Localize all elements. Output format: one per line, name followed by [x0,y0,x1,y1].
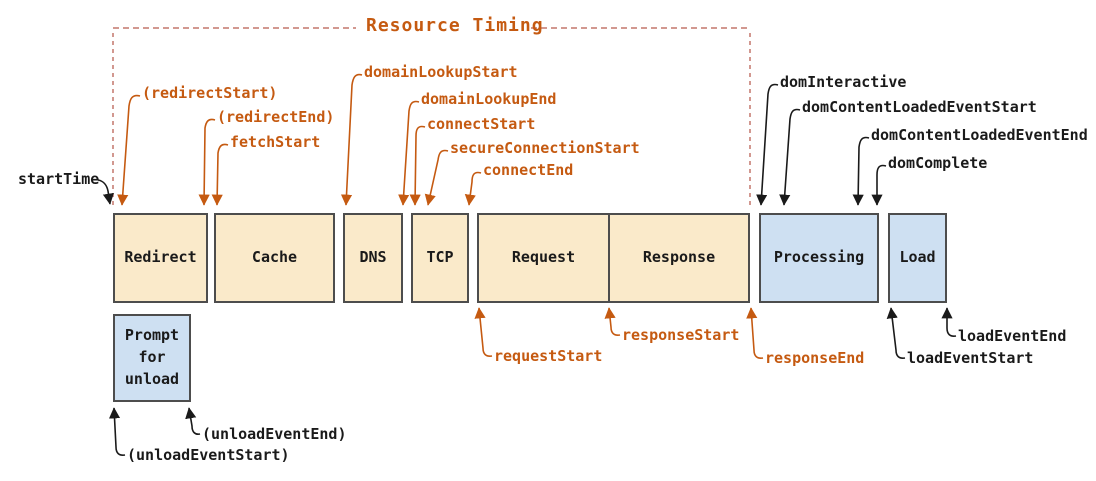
phase-box-request: Request [479,215,610,301]
event-label-domInteractive: domInteractive [780,73,907,91]
phase-box-response: Response [610,215,748,301]
phase-label-prompt-for-unload: Prompt for unload [124,326,180,388]
event-label-responseEnd: responseEnd [765,349,865,367]
event-label-requestStart: requestStart [494,347,603,365]
arrow-unloadEventEnd [185,407,201,435]
arrow-requestStart [474,307,493,357]
phase-box-cache: Cache [214,213,335,303]
phase-label-redirect: Redirect [124,248,197,267]
arrow-domInteractive [756,83,779,206]
arrow-responseStart [604,307,621,336]
phase-label-response: Response [642,248,716,267]
phase-label-tcp: TCP [426,248,454,267]
event-label-domainLookupEnd: domainLookupEnd [421,90,557,108]
event-label-connectStart: connectStart [427,115,536,133]
event-label-loadEventEnd: loadEventEnd [958,327,1067,345]
event-label-startTime: startTime [18,170,100,188]
arrow-domContentLoadedEventStart [779,108,801,206]
phase-label-dns: DNS [359,248,387,267]
event-label-redirectStart: (redirectStart) [142,84,278,102]
event-label-unloadEventStart: (unloadEventStart) [127,446,290,464]
phase-label-cache: Cache [251,248,298,267]
event-label-responseStart: responseStart [622,326,740,344]
phase-box-load: Load [888,213,947,303]
arrow-domComplete [871,164,887,206]
arrow-connectEnd [464,171,482,206]
arrow-startTime [97,179,114,205]
arrow-responseEnd [746,307,764,359]
event-label-domContentLoadedEventStart: domContentLoadedEventStart [802,98,1037,116]
arrow-secureConnectionStart [424,149,449,206]
arrow-loadEventStart [886,307,906,359]
phase-label-request: Request [511,248,576,267]
phase-box-tcp: TCP [411,213,469,303]
arrow-redirectStart [117,94,141,206]
arrow-fetchStart [211,143,229,206]
arrow-connectStart [409,125,426,206]
event-label-unloadEventEnd: (unloadEventEnd) [202,425,347,443]
phase-label-load: Load [899,248,936,267]
phase-box-prompt-for-unload: Prompt for unload [113,314,191,402]
arrow-redirectEnd [198,118,216,206]
event-label-secureConnectionStart: secureConnectionStart [450,139,640,157]
arrow-domainLookupStart [340,73,363,206]
event-label-loadEventStart: loadEventStart [907,349,1034,367]
phase-box-processing: Processing [759,213,879,303]
event-label-domContentLoadedEventEnd: domContentLoadedEventEnd [871,126,1088,144]
phase-label-processing: Processing [773,248,865,267]
event-label-domainLookupStart: domainLookupStart [364,63,518,81]
event-label-connectEnd: connectEnd [483,161,574,179]
event-label-redirectEnd: (redirectEnd) [217,108,335,126]
arrow-loadEventEnd [941,307,957,337]
arrow-unloadEventStart [108,407,126,456]
phase-box-dns: DNS [343,213,403,303]
event-label-domComplete: domComplete [888,154,988,172]
resource-timing-title: Resource Timing [366,15,544,36]
phase-box-redirect: Redirect [113,213,208,303]
arrow-domContentLoadedEventEnd [852,136,870,206]
phase-box-request-response: Request Response [477,213,750,303]
arrow-domainLookupEnd [398,100,420,206]
event-label-fetchStart: fetchStart [230,133,321,151]
